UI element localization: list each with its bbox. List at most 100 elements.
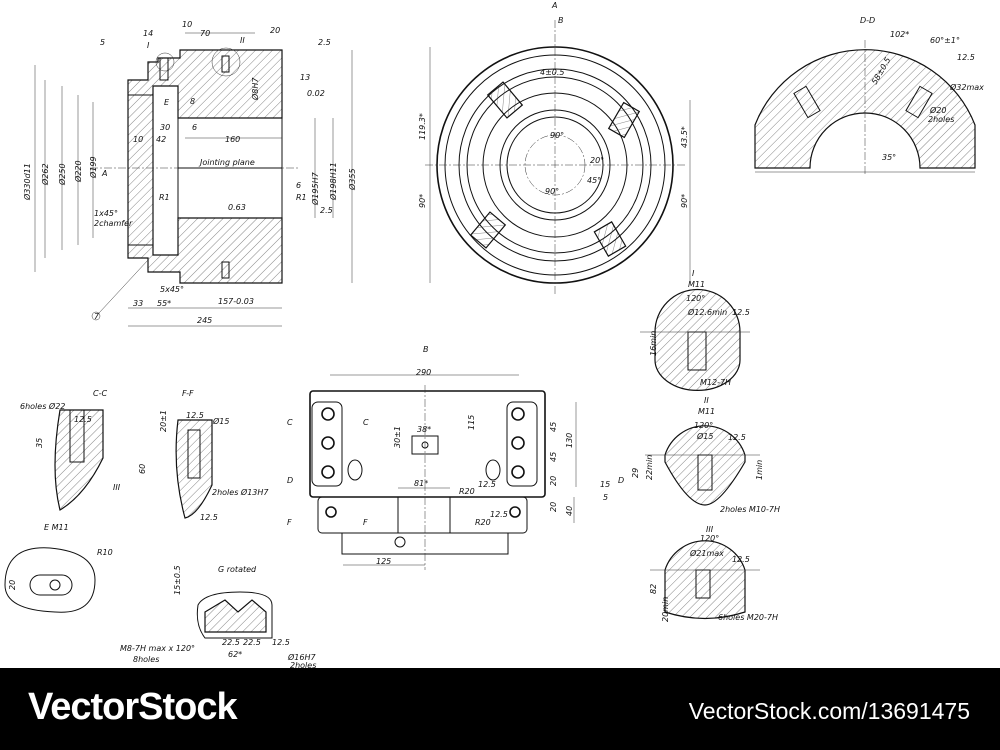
dimension-label: C xyxy=(363,418,369,427)
dimension-label: 12.5 xyxy=(732,555,750,564)
dimension-label: R10 xyxy=(97,548,113,557)
dimension-label: 82 xyxy=(649,584,658,594)
dimension-label: Ø8H7 xyxy=(250,77,260,101)
dimension-label: A xyxy=(101,169,107,178)
dimension-label: 120° xyxy=(700,534,719,543)
dimension-label: 22.5 xyxy=(222,638,240,647)
dimension-label: R20 xyxy=(475,518,491,527)
dimension-label: 90° xyxy=(545,187,559,196)
dimension-label: 45 xyxy=(549,452,558,462)
dimension-label: 20 xyxy=(549,502,558,512)
dimension-label: E M11 xyxy=(44,523,69,532)
dimension-label: E xyxy=(164,98,170,107)
dimension-label: Jointing plane xyxy=(198,158,255,167)
dimension-label: 115 xyxy=(467,415,476,430)
dimension-label: Ø195H7 xyxy=(310,171,320,206)
dimension-label: 160 xyxy=(225,135,240,144)
dimension-label: 40 xyxy=(565,506,574,516)
dimension-label: Ø262 xyxy=(40,163,50,186)
dimension-label: 12.5 xyxy=(732,308,750,317)
dimension-label: R1 xyxy=(296,193,307,202)
dimension-label: Ø12.6min xyxy=(687,307,727,317)
dimension-label: Ø32max xyxy=(949,82,984,92)
dimension-label: A xyxy=(551,1,557,10)
dimension-label: M11 xyxy=(698,407,715,416)
dimension-label: 0.02 xyxy=(307,89,325,98)
dimension-label: 20 xyxy=(8,580,17,590)
dimension-label: 245 xyxy=(197,316,212,325)
view-g-rotated: G rotated 15±0.5 M8-7H max x 120° 8holes… xyxy=(120,565,316,668)
dimension-label: 6 xyxy=(296,181,301,190)
dimension-label: Ø16H7 xyxy=(287,652,316,662)
dimension-label: 29 xyxy=(631,468,640,478)
dimension-label: 20 xyxy=(549,476,558,486)
dimension-label: 20° xyxy=(590,156,604,165)
dimension-label: I xyxy=(147,41,150,50)
dimension-label: 8 xyxy=(190,97,195,106)
dimension-label: 55* xyxy=(157,299,171,308)
technical-drawing: 14 10 70 20 5 I II 2.5 13 0.02 Ø8H7 8 E … xyxy=(4,1,984,668)
dimension-label: 5 xyxy=(603,493,608,502)
dimension-label: Ø355 xyxy=(347,168,357,191)
dimension-label: 7 xyxy=(94,312,100,321)
dimension-label: C xyxy=(287,418,293,427)
dimension-label: R1 xyxy=(159,193,170,202)
dimension-label: 0.63 xyxy=(228,203,246,212)
dimension-label: 90° xyxy=(550,131,564,140)
dimension-label: 30±1 xyxy=(393,426,402,448)
dimension-label: C-C xyxy=(93,389,107,398)
dimension-label: F xyxy=(363,518,368,527)
dimension-label: 6holes M20-7H xyxy=(718,613,778,622)
dimension-label: III xyxy=(706,525,714,534)
dimension-label: Ø15 xyxy=(696,431,713,441)
dimension-label: F-F xyxy=(182,389,194,398)
dimension-label: 12.5 xyxy=(186,411,204,420)
dimension-label: R20 xyxy=(459,487,475,496)
dimension-label: 12.5 xyxy=(272,638,290,647)
watermark-id: VectorStock.com/13691475 xyxy=(688,698,970,724)
watermark-brand: VectorStock xyxy=(28,686,238,728)
dimension-label: G rotated xyxy=(218,565,257,574)
dimension-label: 120° xyxy=(686,294,705,303)
dimension-label: 290 xyxy=(416,368,431,377)
section-view-left xyxy=(34,32,353,327)
dimension-label: 2holes xyxy=(290,661,316,668)
view-e: E M11 R10 20 xyxy=(4,523,113,613)
dimension-label: Ø198H11 xyxy=(328,162,338,201)
dimension-label: Ø220 xyxy=(73,160,83,183)
dimension-label: B xyxy=(423,345,429,354)
dimension-label: 8holes xyxy=(133,655,159,664)
dimension-label: Ø15 xyxy=(212,416,229,426)
dimension-label: I xyxy=(692,269,695,278)
dimension-label: 2holes Ø13H7 xyxy=(212,487,269,497)
dimension-label: 120° xyxy=(694,421,713,430)
dimension-label: 12.5 xyxy=(74,415,92,424)
dimension-label: 102* xyxy=(890,30,909,39)
dimension-label: 157-0.03 xyxy=(218,297,254,306)
section-c-c: C-C 6holes Ø22 12.5 35 III xyxy=(20,389,121,511)
view-a-circular xyxy=(425,20,691,295)
dimension-label: 20min xyxy=(661,597,670,622)
watermark-footer: VectorStock VectorStock.com/13691475 xyxy=(0,668,1000,750)
dimension-label: 1x45° xyxy=(94,209,118,218)
dimension-label: 45 xyxy=(549,422,558,432)
dimension-label: B xyxy=(558,16,564,25)
dimension-label: 35° xyxy=(882,153,896,162)
dimension-label: D xyxy=(618,476,624,485)
dimension-label: 20±1 xyxy=(159,410,168,432)
dimension-label: 70 xyxy=(200,29,210,38)
dimension-label: F xyxy=(287,518,292,527)
dimension-label: 16min xyxy=(649,331,658,356)
view-a-labels: A B 4±0.5 90° 20° 45° 90° 119.3* 90* 43.… xyxy=(418,1,689,208)
detail-ii: II M11 120° Ø15 12.5 29 22min 1min 2hole… xyxy=(631,396,780,514)
dimension-label: 10 xyxy=(182,20,192,29)
dimension-label: 38* xyxy=(417,425,431,434)
dimension-label: 45° xyxy=(587,176,601,185)
dimension-label: 2holes M10-7H xyxy=(720,505,780,514)
plate-view-b-labels: B 290 C C 30±1 38* 115 45 45 130 D D 20 … xyxy=(287,345,624,566)
dimension-label: 12.5 xyxy=(478,480,496,489)
dimension-label: 14 xyxy=(143,29,153,38)
dimension-label: 2chamfer xyxy=(94,219,133,228)
section-f-f: F-F Ø15 20±1 12.5 60 2holes Ø13H7 12.5 xyxy=(138,389,269,522)
dimension-label: 125 xyxy=(376,557,391,566)
